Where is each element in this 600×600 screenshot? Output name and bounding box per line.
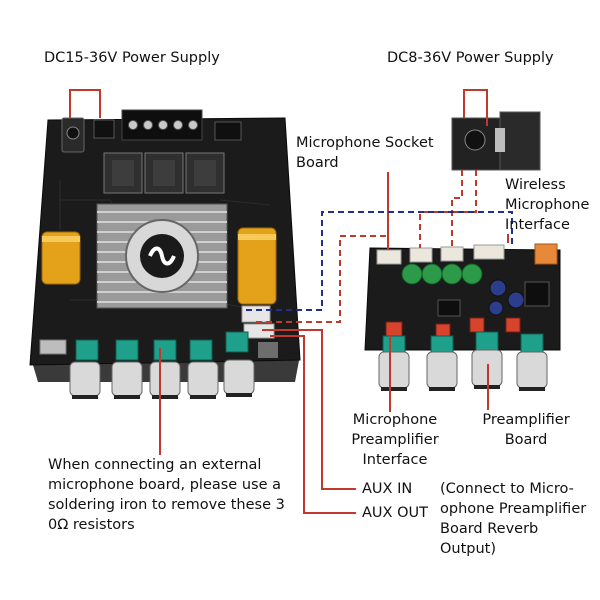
preamp-knobs	[378, 349, 548, 391]
amp-inductors	[103, 152, 225, 194]
line-red-interface	[256, 235, 388, 323]
preamp-green-caps	[401, 263, 483, 285]
amp-usb-port	[39, 339, 67, 355]
line-dc15-power	[69, 89, 101, 118]
line-aux-out	[270, 335, 356, 514]
preamp-chip	[524, 281, 550, 307]
amplifier-board	[29, 109, 301, 399]
amp-dc-jack-hole	[66, 126, 80, 140]
line-socket-to-board-b	[419, 170, 477, 248]
amp-small-part	[258, 342, 278, 358]
label-microphone-socket-board: Microphone Socket Board	[296, 135, 434, 171]
amp-potentiometers	[75, 331, 249, 361]
amp-heatsink-fins	[97, 211, 227, 303]
amp-terminal-screws	[128, 120, 198, 130]
mic-socket-right	[499, 111, 541, 171]
preamp-orange-port	[534, 243, 558, 265]
amp-heatsink	[96, 203, 228, 309]
label-wireless-microphone-interface: Wireless Microphone Interface	[505, 177, 590, 233]
preamp-board	[364, 243, 561, 391]
label-dc15-36v: DC15-36V Power Supply	[44, 50, 220, 66]
line-dc8-power	[463, 89, 488, 126]
preamp-trimmers	[385, 317, 521, 339]
label-resistor-note: When connecting an external microphone b…	[48, 457, 285, 533]
preamp-blue-caps	[488, 279, 525, 316]
amp-bt-module	[214, 121, 242, 141]
amp-power-terminal	[93, 119, 115, 139]
line-aux-in	[262, 329, 356, 490]
label-microphone-preamplifier-interface: Microphone Preamplifier Interface	[351, 412, 439, 468]
amp-connector-upper	[241, 305, 271, 323]
preamp-potentiometers	[382, 331, 544, 355]
label-aux-in: AUX IN	[362, 481, 413, 497]
line-socket-to-board-a	[451, 170, 463, 246]
label-dc8-36v: DC8-36V Power Supply	[387, 50, 554, 66]
preamp-top-connectors	[376, 244, 505, 265]
amp-knobs	[69, 359, 255, 399]
socket-board	[451, 111, 541, 171]
label-connect-note: (Connect to Micro-ophone Preamplifier Bo…	[440, 481, 587, 557]
label-aux-out: AUX OUT	[362, 505, 428, 521]
preamp-chip-small	[437, 299, 461, 317]
label-preamplifier-board: Preamplifier Board	[482, 412, 570, 448]
line-blue-interface	[246, 211, 513, 311]
amp-capacitors	[41, 227, 277, 305]
